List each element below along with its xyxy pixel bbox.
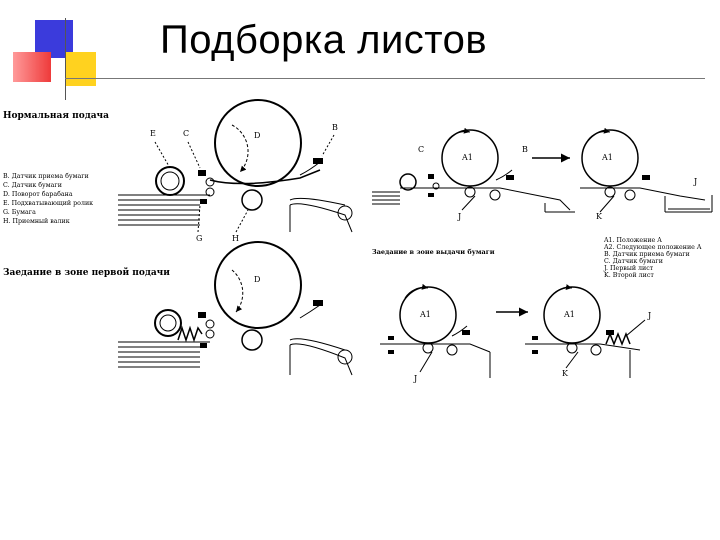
paper-sensor [198, 170, 206, 176]
label-D: D [254, 131, 260, 140]
drum [214, 99, 302, 187]
deco-blue-square [35, 20, 73, 58]
label-J: J [457, 212, 461, 221]
label-A1: A1 [461, 153, 473, 162]
drum [214, 241, 302, 329]
panel-output: C A1 B J A1 K J [372, 127, 713, 221]
legend-item: H. Приемный валик [3, 218, 70, 225]
label-B: B [522, 145, 528, 154]
title-vertical-rule [65, 18, 66, 100]
legend-item: G. Бумага [3, 209, 36, 216]
label-C: C [183, 129, 189, 138]
paper-stack [118, 341, 210, 368]
label-B: B [332, 123, 338, 132]
label-J: J [647, 311, 651, 320]
label-K: K [596, 212, 603, 221]
pickup-roller [154, 309, 182, 337]
deco-red-square [13, 52, 51, 82]
legend-item: C. Датчик бумаги [3, 182, 62, 189]
label-G: G [196, 234, 202, 243]
paper-stack [118, 194, 210, 226]
panel-output-jam-caption: Заедание в зоне выдачи бумаги [372, 248, 495, 256]
label-E: E [150, 129, 156, 138]
exit-roller [241, 189, 263, 211]
title-rule [65, 78, 705, 79]
legend-item: J. Первый лист [603, 265, 654, 272]
label-J: J [413, 374, 417, 383]
legend-item: K. Второй лист [604, 272, 654, 279]
legend-item: A1. Положение A [603, 237, 662, 244]
panel-output-jam: Заедание в зоне выдачи бумаги A1. Положе… [372, 237, 702, 383]
receive-sensor [313, 158, 323, 164]
legend-item: D. Поворот барабана [3, 191, 73, 198]
pickup-roller [155, 166, 185, 196]
deco-yellow-square [66, 52, 96, 86]
panel-normal-caption: Нормальная подача [3, 111, 109, 121]
panel-first-feed-jam: Заедание в зоне первой подачи D [3, 241, 353, 376]
legend-item: A2. Следующее положение A [603, 244, 702, 251]
label-J: J [693, 177, 697, 186]
label-H: H [232, 234, 239, 243]
panel-normal-feed: Нормальная подача B. Датчик приема бумаг… [3, 99, 353, 243]
slide-title: Подборка листов [160, 18, 488, 62]
label-A1: A1 [601, 153, 613, 162]
drum-a1 [581, 129, 639, 187]
label-D: D [254, 275, 260, 284]
jammed-sheet [605, 331, 631, 347]
exit-roller [241, 329, 263, 351]
label-A1: A1 [563, 310, 575, 319]
jammed-sheet [177, 325, 203, 343]
label-C: C [418, 145, 424, 154]
drum-a1 [441, 129, 499, 187]
label-K: K [562, 369, 569, 378]
legend-item: E. Подхватывающий ролик [3, 200, 93, 207]
legend-item: B. Датчик приема бумаги [3, 173, 89, 180]
label-A1: A1 [419, 310, 431, 319]
legend-item: C. Датчик бумаги [604, 258, 663, 265]
panel-first-feed-caption: Заедание в зоне первой подачи [3, 267, 170, 278]
legend-item: B. Датчик приема бумаги [604, 251, 690, 258]
